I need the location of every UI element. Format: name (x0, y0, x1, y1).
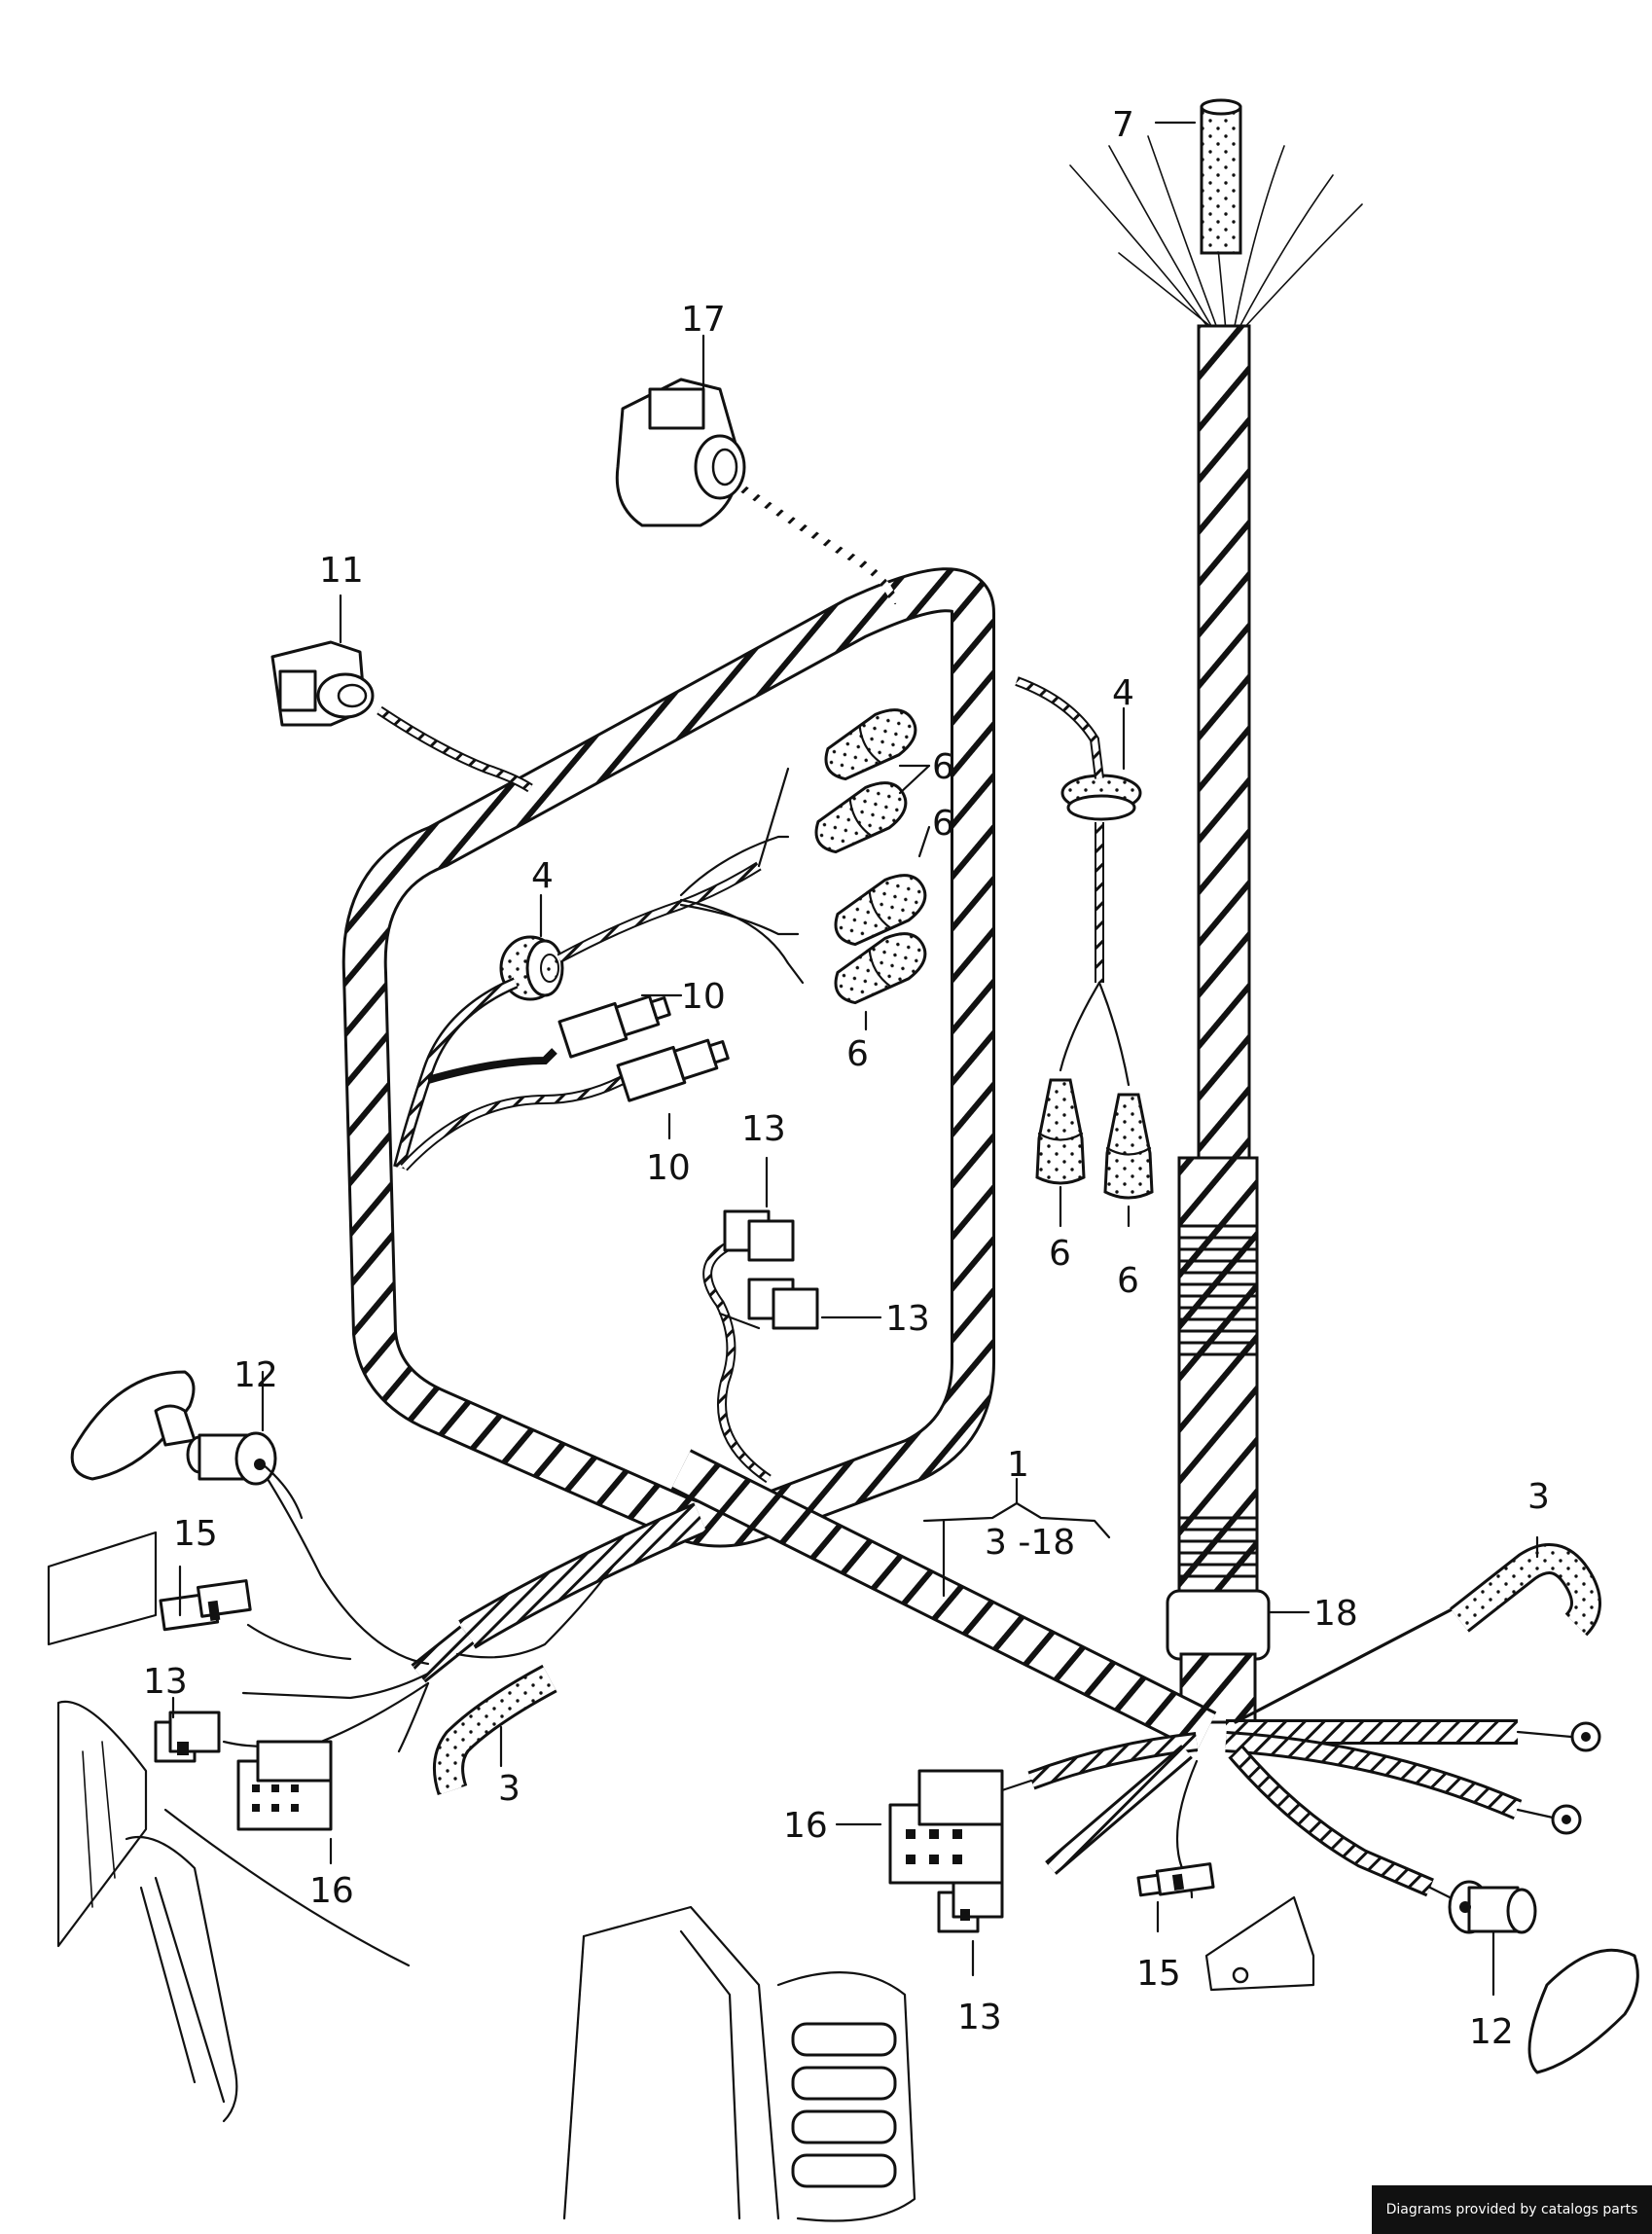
callout-labels: 7 17 11 4 4 6 6 6 6 6 10 10 13 13 1 3 -1… (143, 105, 1550, 2052)
inner-wires (393, 676, 1131, 1484)
part-10-connectors (557, 994, 730, 1102)
part-3-sleeves (433, 1543, 1601, 1796)
part-12-lamp-sockets (70, 1370, 1639, 2074)
background-lamps (47, 1531, 1315, 2222)
right-branches (1000, 1603, 1601, 1909)
label-3-right: 3 (1527, 1477, 1550, 1517)
label-6-a: 6 (932, 747, 954, 787)
label-12-left: 12 (233, 1355, 278, 1395)
label-13-b: 13 (885, 1299, 930, 1339)
part-4-grommet-right (1060, 774, 1142, 821)
label-10-b: 10 (646, 1148, 691, 1188)
label-13-bottom: 13 (957, 1998, 1002, 2037)
part-15-connectors (159, 1579, 1215, 1897)
label-6-c: 6 (846, 1034, 869, 1074)
label-11: 11 (319, 551, 364, 591)
main-trunk (1069, 98, 1363, 1724)
label-3-18: 3 -18 (985, 1523, 1075, 1563)
label-13-a: 13 (741, 1109, 786, 1149)
part-17-connector (615, 378, 899, 605)
label-10-a: 10 (681, 977, 726, 1017)
label-4-right: 4 (1112, 673, 1134, 713)
label-16-left: 16 (309, 1871, 354, 1911)
label-4-left: 4 (531, 856, 554, 896)
part-16-connectors (236, 1740, 1004, 1885)
label-6-d: 6 (1049, 1234, 1071, 1274)
credit-banner: Diagrams provided by catalogs parts (1372, 2185, 1652, 2234)
label-15-left: 15 (173, 1514, 218, 1554)
part-6-plugs (814, 708, 1154, 1200)
label-16-right: 16 (783, 1806, 828, 1846)
part-13-connectors (154, 1209, 1004, 1933)
label-18: 18 (1313, 1594, 1358, 1634)
label-3-left: 3 (498, 1769, 521, 1809)
label-1: 1 (1007, 1445, 1029, 1485)
label-12-right: 12 (1469, 2012, 1514, 2052)
label-13-left: 13 (143, 1662, 188, 1702)
label-17: 17 (681, 300, 726, 340)
lower-main-run (670, 1449, 1217, 1752)
left-branch (222, 1477, 707, 1753)
leader-lines (171, 121, 1539, 1997)
label-6-e: 6 (1117, 1261, 1139, 1301)
label-7: 7 (1112, 105, 1134, 145)
label-15-bottom: 15 (1136, 1954, 1181, 1994)
label-6-b: 6 (932, 804, 954, 844)
part-11-connector (270, 640, 533, 793)
harness-loop (341, 567, 995, 1548)
